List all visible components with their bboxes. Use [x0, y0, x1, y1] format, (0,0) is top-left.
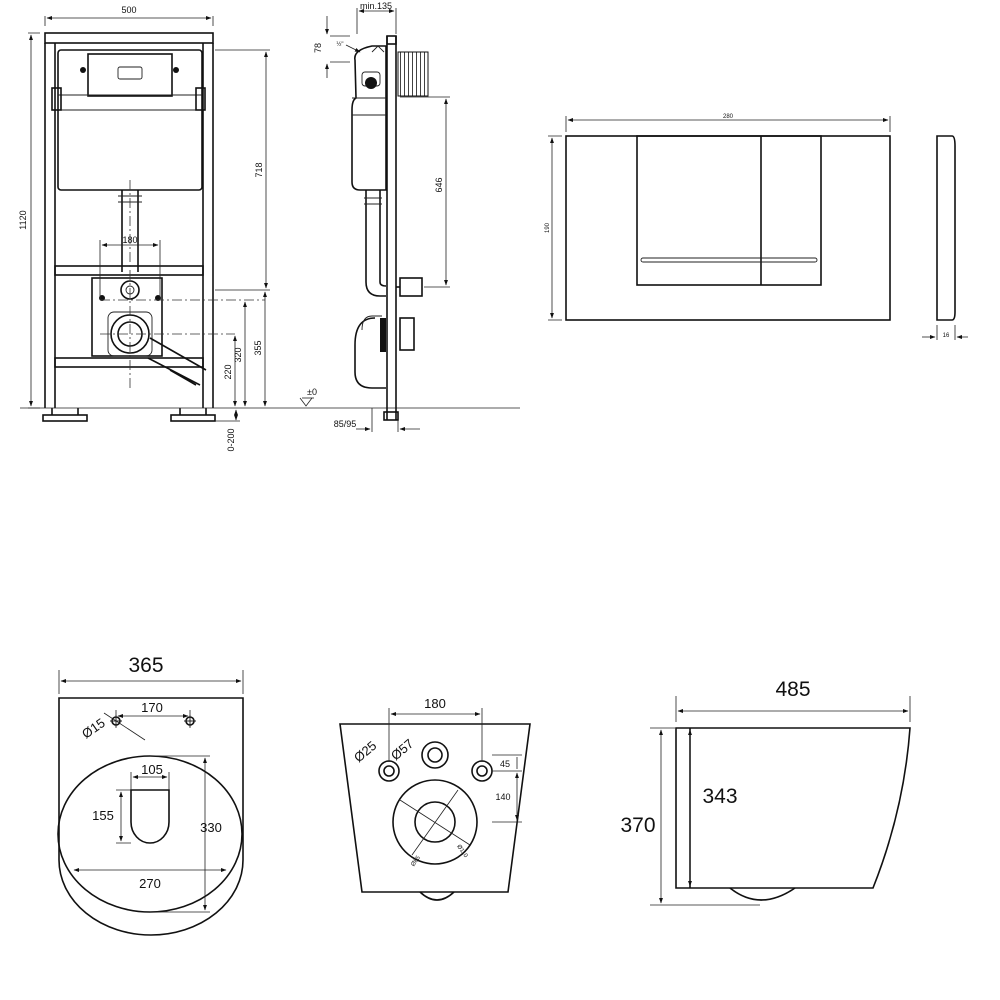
dim-bowl-width: 365: [128, 654, 163, 677]
dim-inlet-height: 646: [434, 177, 444, 192]
dim-plate-thickness: 16: [943, 333, 950, 339]
dim-frame-depth: min.135: [360, 1, 392, 11]
bowl-rear-view: 180 Ø25 Ø57 45 140 Ø85 Ø110: [339, 696, 531, 901]
dim-bolt-height: 220: [223, 364, 233, 379]
dim-inlet-spacing: 180: [122, 235, 137, 245]
dim-inlet-offset: 45: [500, 759, 510, 769]
dim-tank-height: 718: [254, 162, 264, 177]
dim-top-offset: 78: [313, 43, 323, 53]
dim-opening-width: 105: [141, 762, 163, 777]
dim-inner-width: 270: [139, 876, 161, 891]
label-bolt-diameter: Ø15: [79, 715, 108, 741]
dim-foot-range: 0-200: [226, 428, 236, 451]
dim-outlet-height: 140: [495, 792, 510, 802]
frame-front-view: 500 1120 718 180 355 320 220 0-200: [18, 5, 270, 452]
dim-bowl-length: 485: [775, 678, 810, 701]
label-inlet-hole: Ø57: [388, 736, 416, 763]
dim-body-height: 343: [702, 785, 737, 808]
dim-outlet-height: 320: [233, 347, 243, 362]
bowl-side-view: 485 370 343: [620, 678, 911, 906]
flush-plate-view: 280 190 16: [545, 114, 968, 340]
bowl-top-view: 365 170 Ø15 105 155 330 270: [57, 654, 244, 936]
dim-frame-width: 500: [121, 5, 136, 15]
dim-bolt-spacing: 170: [141, 700, 163, 715]
dim-foot-depth: 85/95: [334, 419, 357, 429]
floor-level: ±0: [307, 387, 317, 397]
frame-side-view: min.135 78 ½" 646 ±0 85/95: [299, 1, 450, 432]
label-outlet-inner: Ø85: [410, 855, 422, 868]
dim-opening-depth: 155: [92, 808, 114, 823]
label-bolt-hole: Ø25: [351, 738, 379, 765]
dim-plate-width: 280: [723, 114, 734, 120]
dim-bowl-height: 370: [620, 814, 655, 837]
dim-rear-bolt-spacing: 180: [424, 696, 446, 711]
dim-frame-height: 1120: [18, 210, 28, 229]
dim-drain-height: 355: [253, 340, 263, 355]
dim-plate-height: 190: [545, 222, 551, 233]
pipe-thread-label: ½": [336, 41, 343, 48]
dim-bowl-depth: 330: [200, 820, 222, 835]
